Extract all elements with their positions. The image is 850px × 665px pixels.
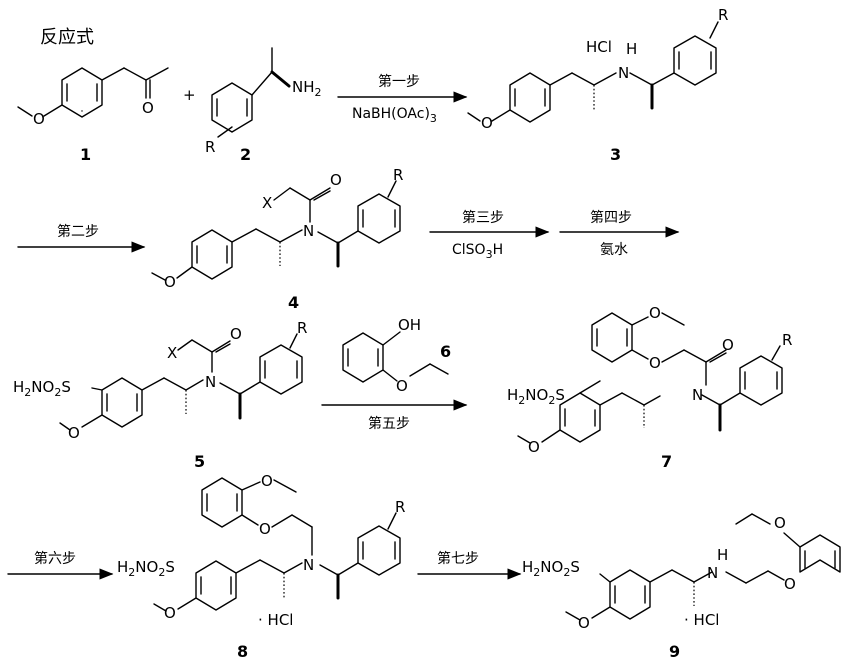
step-3-reagent: ClSO3H [452,242,503,261]
compound-4-structure [151,180,401,281]
compound-1-structure [17,67,169,118]
nitrogen-label: N [303,222,314,240]
substituent-r-label: R [395,498,405,516]
step-1-reagent: NaBH(OAc)3 [352,106,437,125]
hcl-label: HCl [586,38,612,56]
oxygen-label: O [261,472,273,490]
nitrogen-label: N [205,373,216,391]
oxygen-label: O [142,99,154,117]
oxygen-label: O [164,273,176,291]
hcl-label: · HCl [258,611,293,629]
substituent-r-label: R [205,138,215,156]
nitrogen-label: N [618,64,629,82]
oxygen-label: O [33,110,45,128]
compound-9-structure [565,513,841,621]
oxygen-label: O [230,325,242,343]
amine-label: NH2 [292,78,322,99]
step-5-label: 第五步 [368,415,410,432]
nh-hydrogen-label: H [626,40,637,58]
sulfonamide-label: H2NO2S [507,386,565,407]
substituent-r-label: R [782,331,792,349]
oxygen-label: O [481,114,493,132]
step-7-label: 第七步 [437,550,479,567]
compound-number-4: 4 [288,293,299,312]
sulfonamide-label: H2NO2S [522,558,580,579]
compound-number-1: 1 [80,145,91,164]
sulfonamide-label: H2NO2S [117,558,175,579]
oxygen-label: O [528,438,540,456]
compound-number-5: 5 [194,452,205,471]
halogen-x-label: X [167,344,177,362]
compound-7-structure [517,312,783,444]
scheme-title: 反应式 [40,27,94,48]
oxygen-label: O [396,377,408,395]
compound-3-structure [467,21,719,123]
oxygen-label: O [330,171,342,189]
substituent-r-label: R [718,6,728,24]
nitrogen-label: N [707,564,718,582]
step-4-label: 第四步 [590,209,632,226]
halogen-x-label: X [262,194,272,212]
step-1-label: 第一步 [378,73,420,90]
compound-8-structure [153,477,401,612]
step-2-label: 第二步 [57,223,99,240]
oxygen-label: O [649,354,661,372]
compound-number-3: 3 [610,145,621,164]
oxygen-label: O [578,614,590,632]
hcl-label: · HCl [684,611,719,629]
substituent-r-label: R [393,166,403,184]
oxygen-label: O [774,514,786,532]
compound-number-6: 6 [440,342,451,361]
plus-sign: + [183,86,196,104]
oxygen-label: O [649,304,661,322]
substituent-r-label: R [297,319,307,337]
compound-number-9: 9 [669,642,680,661]
oxygen-label: O [722,336,734,354]
compound-5-structure [59,333,303,431]
hydroxyl-label: OH [398,316,421,334]
compound-2-structure [211,47,291,138]
step-4-reagent: 氨水 [600,242,628,258]
oxygen-label: O [784,575,796,593]
step-3-label: 第三步 [462,209,504,226]
nitrogen-label: N [692,386,703,404]
nh-hydrogen-label: H [717,546,728,564]
compound-6-structure [342,331,449,383]
oxygen-label: O [68,424,80,442]
sulfonamide-label: H2NO2S [13,378,71,399]
compound-number-7: 7 [661,452,672,471]
oxygen-label: O [259,520,271,538]
compound-number-2: 2 [240,145,251,164]
nitrogen-label: N [303,556,314,574]
step-6-label: 第六步 [34,550,76,567]
compound-number-8: 8 [237,642,248,661]
oxygen-label: O [164,604,176,622]
